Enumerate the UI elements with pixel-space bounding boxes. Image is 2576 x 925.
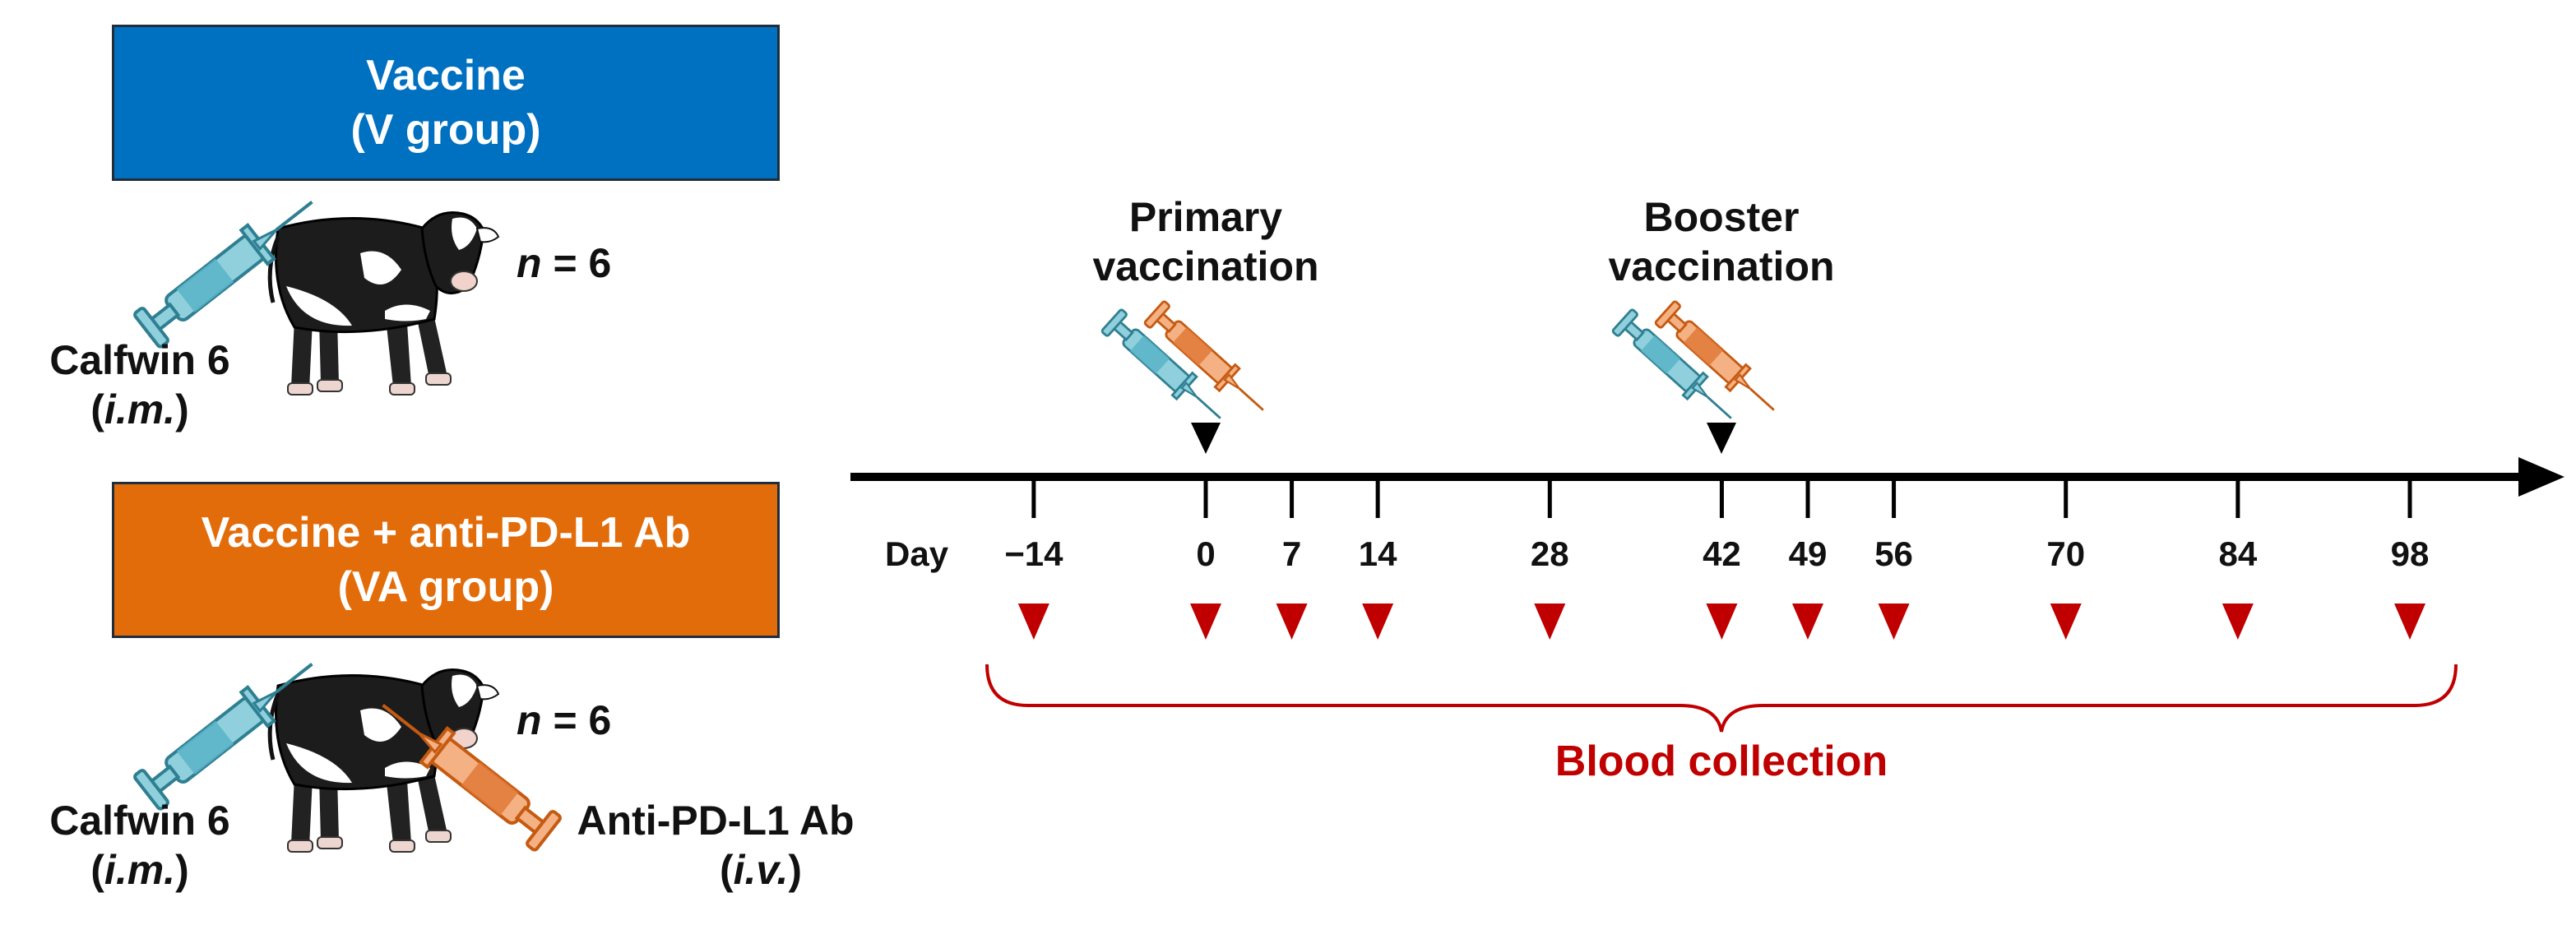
blood-collection-marker	[1534, 604, 1566, 640]
v-group-title: Vaccine	[366, 52, 526, 99]
blood-collection-marker	[2394, 604, 2425, 640]
primary-arrow	[1191, 423, 1221, 454]
blood-collection-marker	[1190, 604, 1221, 640]
blood-collection-marker	[1792, 604, 1823, 640]
blood-collection-label: Blood collection	[1554, 738, 1888, 785]
day-tick-label: 28	[1530, 534, 1569, 573]
va-group-box: Vaccine + anti-PD-L1 Ab (VA group)	[112, 482, 780, 638]
va-group-n: n = 6	[517, 697, 612, 743]
booster-vaccination-label: Booster vaccination	[1608, 194, 1835, 289]
day-tick-label: 49	[1788, 534, 1828, 573]
day-tick-label: 98	[2390, 534, 2430, 573]
va-group-subtitle: (VA group)	[337, 563, 554, 611]
calf-icon	[270, 212, 498, 395]
primary-vaccination-label: Primary vaccination	[1092, 194, 1319, 289]
va-antibody-label: Anti-PD-L1 Ab (i.v.)	[577, 798, 855, 893]
v-group-n: n = 6	[517, 240, 612, 286]
day-tick-label: 7	[1281, 534, 1302, 573]
v-vaccine-label: Calfwin 6 (i.m.)	[49, 337, 230, 432]
timeline-arrowhead	[2518, 457, 2564, 497]
va-group-title: Vaccine + anti-PD-L1 Ab	[201, 509, 691, 557]
day-tick-label: 84	[2218, 534, 2258, 573]
v-group-box: Vaccine (V group)	[112, 25, 780, 181]
day-axis-label: Day	[885, 534, 949, 573]
day-tick-label: 14	[1358, 534, 1397, 573]
blood-collection-marker	[1878, 604, 1910, 640]
blood-collection-marker	[1017, 604, 1049, 640]
booster-vaccination-icon	[1610, 299, 1786, 431]
day-tick-label: 70	[2046, 534, 2086, 573]
blood-collection-marker	[1706, 604, 1738, 640]
day-tick-label: −14	[1004, 534, 1063, 573]
blood-collection-brace	[985, 664, 2458, 733]
day-tick-label: 42	[1703, 534, 1741, 573]
va-vaccine-label: Calfwin 6 (i.m.)	[49, 798, 230, 893]
blood-collection-marker	[2050, 604, 2082, 640]
day-tick-label: 0	[1196, 534, 1216, 573]
blood-collection-marker	[2222, 604, 2254, 640]
day-tick-label: 56	[1874, 534, 1913, 573]
blood-collection-marker	[1276, 604, 1308, 640]
primary-vaccination-icon	[1100, 299, 1275, 431]
v-group-subtitle: (V group)	[350, 106, 541, 154]
booster-arrow	[1707, 423, 1736, 454]
blood-collection-marker	[1362, 604, 1394, 640]
